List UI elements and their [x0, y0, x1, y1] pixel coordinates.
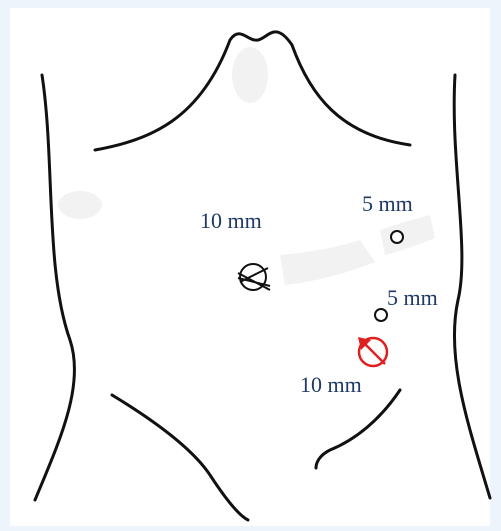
port-label-mid-left-flank: 5 mm [387, 285, 438, 310]
port-label-lower-left-quadrant: 10 mm [300, 372, 362, 397]
circle-icon [391, 231, 403, 243]
circle-icon [375, 309, 387, 321]
port-label-upper-left-flank: 5 mm [362, 191, 413, 216]
port-label-umbilical: 10 mm [200, 208, 262, 233]
